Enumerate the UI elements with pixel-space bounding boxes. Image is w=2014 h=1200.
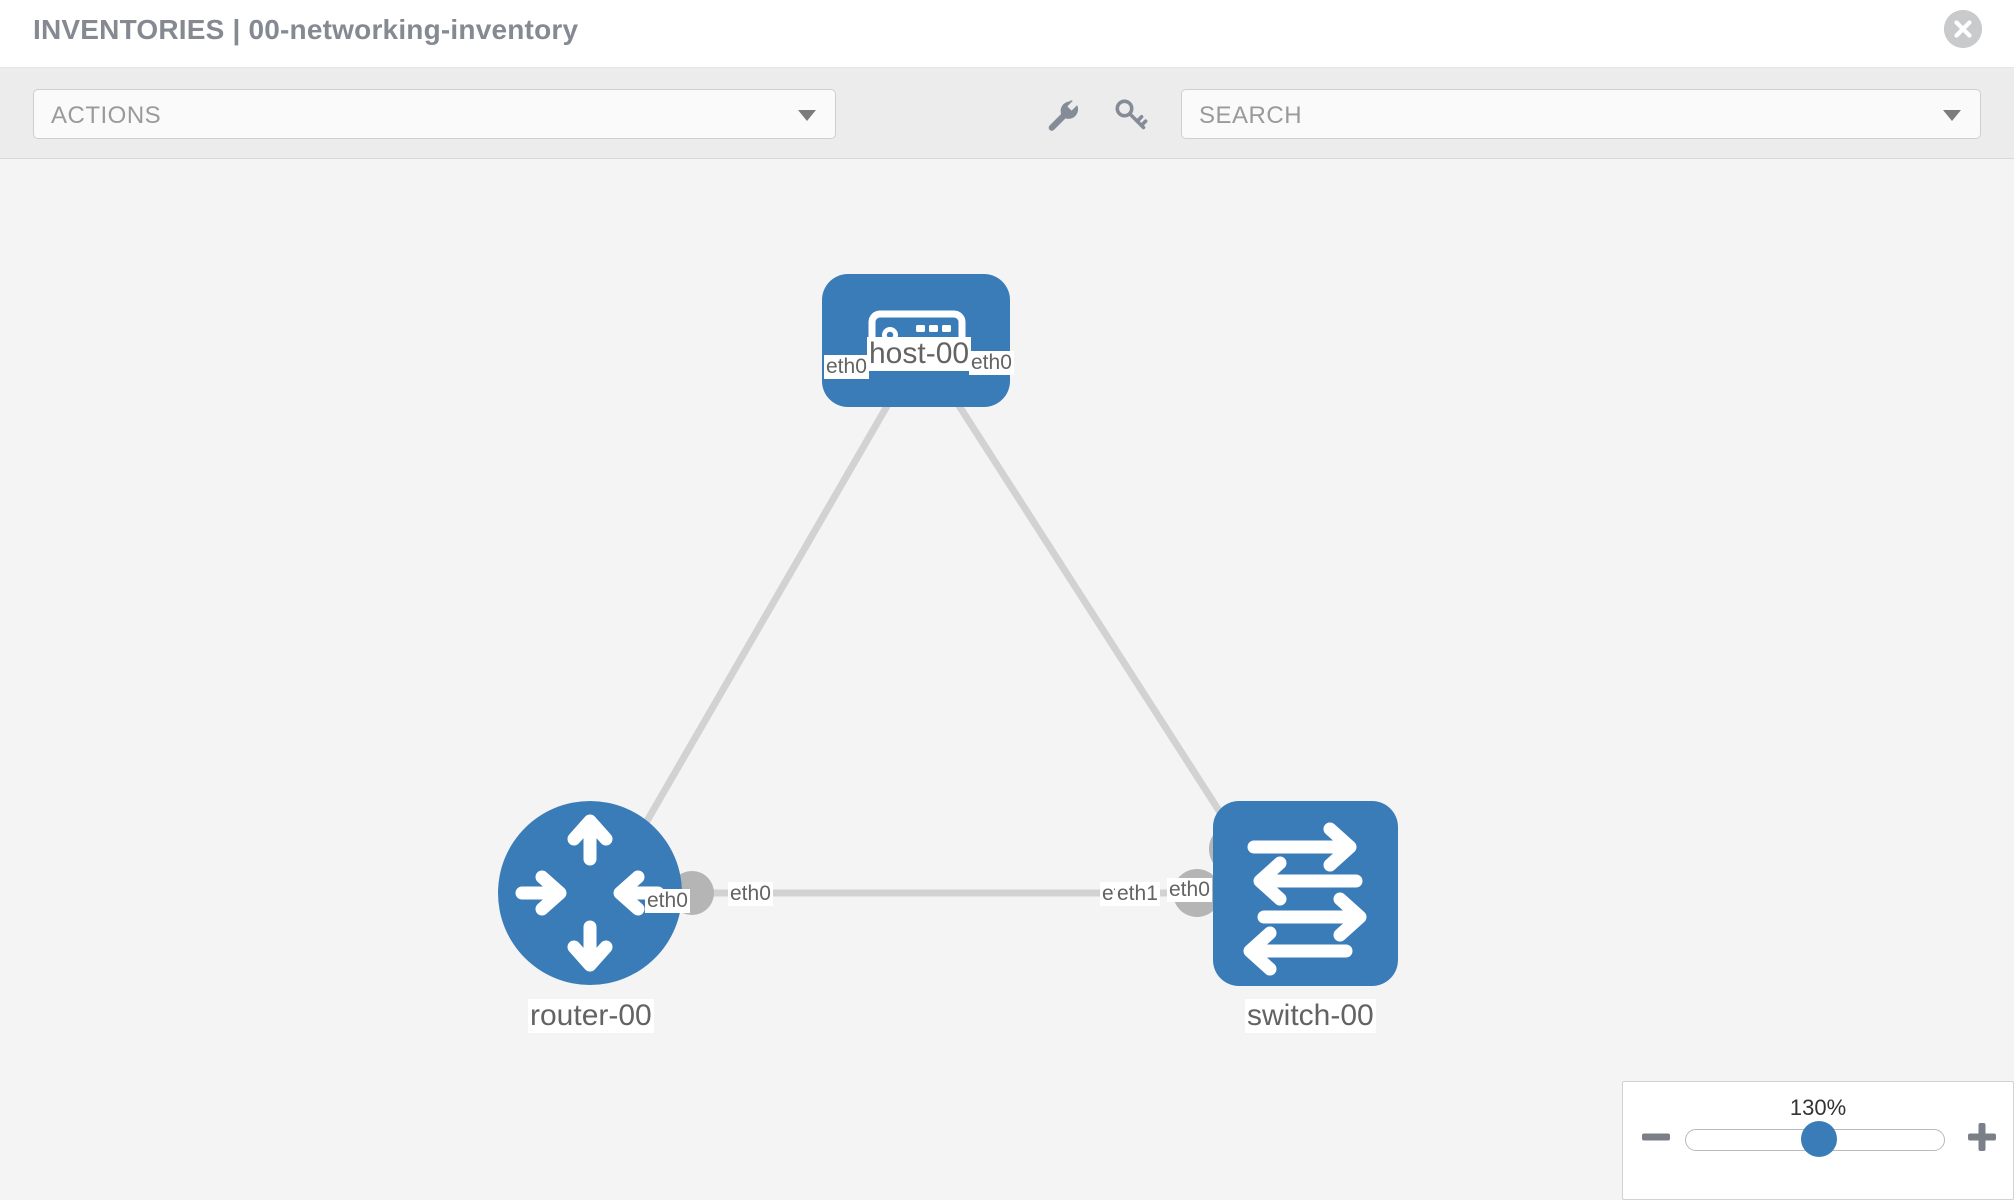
- actions-dropdown-label: ACTIONS: [51, 102, 162, 129]
- zoom-slider-handle[interactable]: [1801, 1121, 1837, 1157]
- iface-label-host-left: eth0: [824, 355, 869, 380]
- plus-icon[interactable]: [1965, 1120, 1999, 1154]
- switch-arrows-icon: [1243, 822, 1367, 976]
- topology-toolbar: ACTIONS SEARCH: [0, 68, 2014, 159]
- wrench-icon[interactable]: [1040, 92, 1084, 136]
- link-host-switch: [943, 383, 1254, 863]
- zoom-level-value: 130%: [1789, 1095, 1847, 1120]
- topology-canvas[interactable]: eth0 host-00 eth0 eth0 eth0 eth0 eth0 et…: [0, 159, 2014, 1200]
- topology-connectors: [608, 335, 1261, 917]
- iface-label-router-upper: eth0: [645, 889, 690, 914]
- node-label-switch: switch-00: [1245, 999, 1376, 1033]
- chevron-down-icon: [798, 110, 816, 121]
- actions-dropdown[interactable]: ACTIONS: [33, 89, 836, 139]
- iface-label-router-right: eth0: [728, 882, 773, 907]
- zoom-control-panel: 130%: [1622, 1081, 2014, 1200]
- node-router-00: [498, 801, 682, 985]
- topology-graph: [498, 274, 1398, 986]
- iface-label-switch-left: eth1: [1115, 882, 1160, 907]
- link-host-router: [621, 383, 902, 863]
- page-title: INVENTORIES | 00-networking-inventory: [33, 14, 579, 45]
- iface-label-switch-upper: eth0: [1167, 878, 1212, 903]
- close-icon[interactable]: [1944, 10, 1982, 48]
- node-label-router: router-00: [528, 999, 654, 1033]
- key-icon[interactable]: [1108, 92, 1152, 136]
- search-input[interactable]: SEARCH: [1181, 89, 1981, 139]
- node-label-host: host-00: [867, 337, 972, 371]
- node-switch-00: [1213, 801, 1398, 986]
- search-placeholder: SEARCH: [1199, 102, 1303, 129]
- iface-label-host-right: eth0: [969, 351, 1014, 376]
- topology-links: [621, 383, 1254, 897]
- minus-icon[interactable]: [1639, 1120, 1673, 1154]
- chevron-down-icon: [1943, 110, 1961, 121]
- router-arrows-icon: [515, 814, 665, 972]
- page-header: INVENTORIES | 00-networking-inventory: [0, 0, 2014, 68]
